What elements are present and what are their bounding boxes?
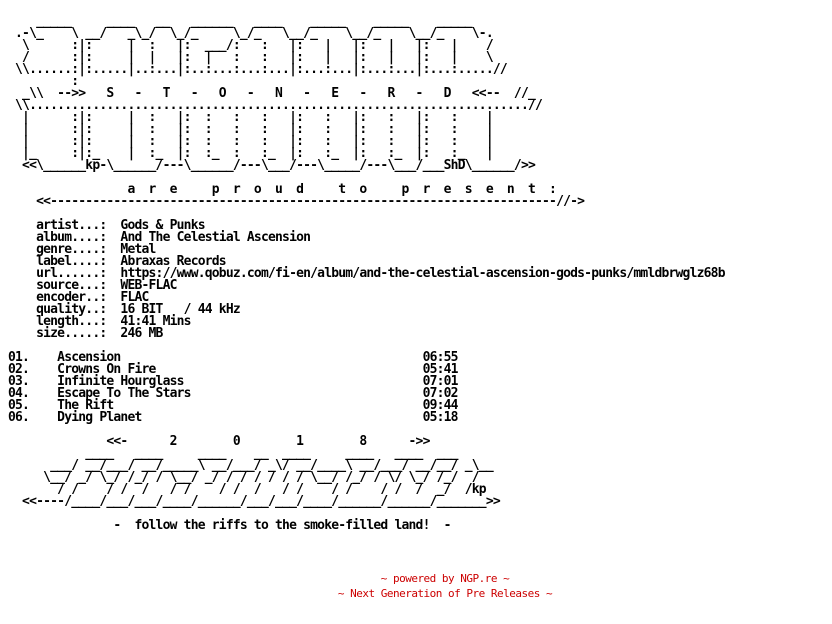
nfo-ascii-text: _____ ____ __ ______ ____ _____ _____ __…: [8, 14, 726, 533]
footer-powered-by: ~ powered by NGP.re ~: [380, 572, 510, 585]
footer-tagline: ~ Next Generation of Pre Releases ~: [337, 587, 553, 600]
